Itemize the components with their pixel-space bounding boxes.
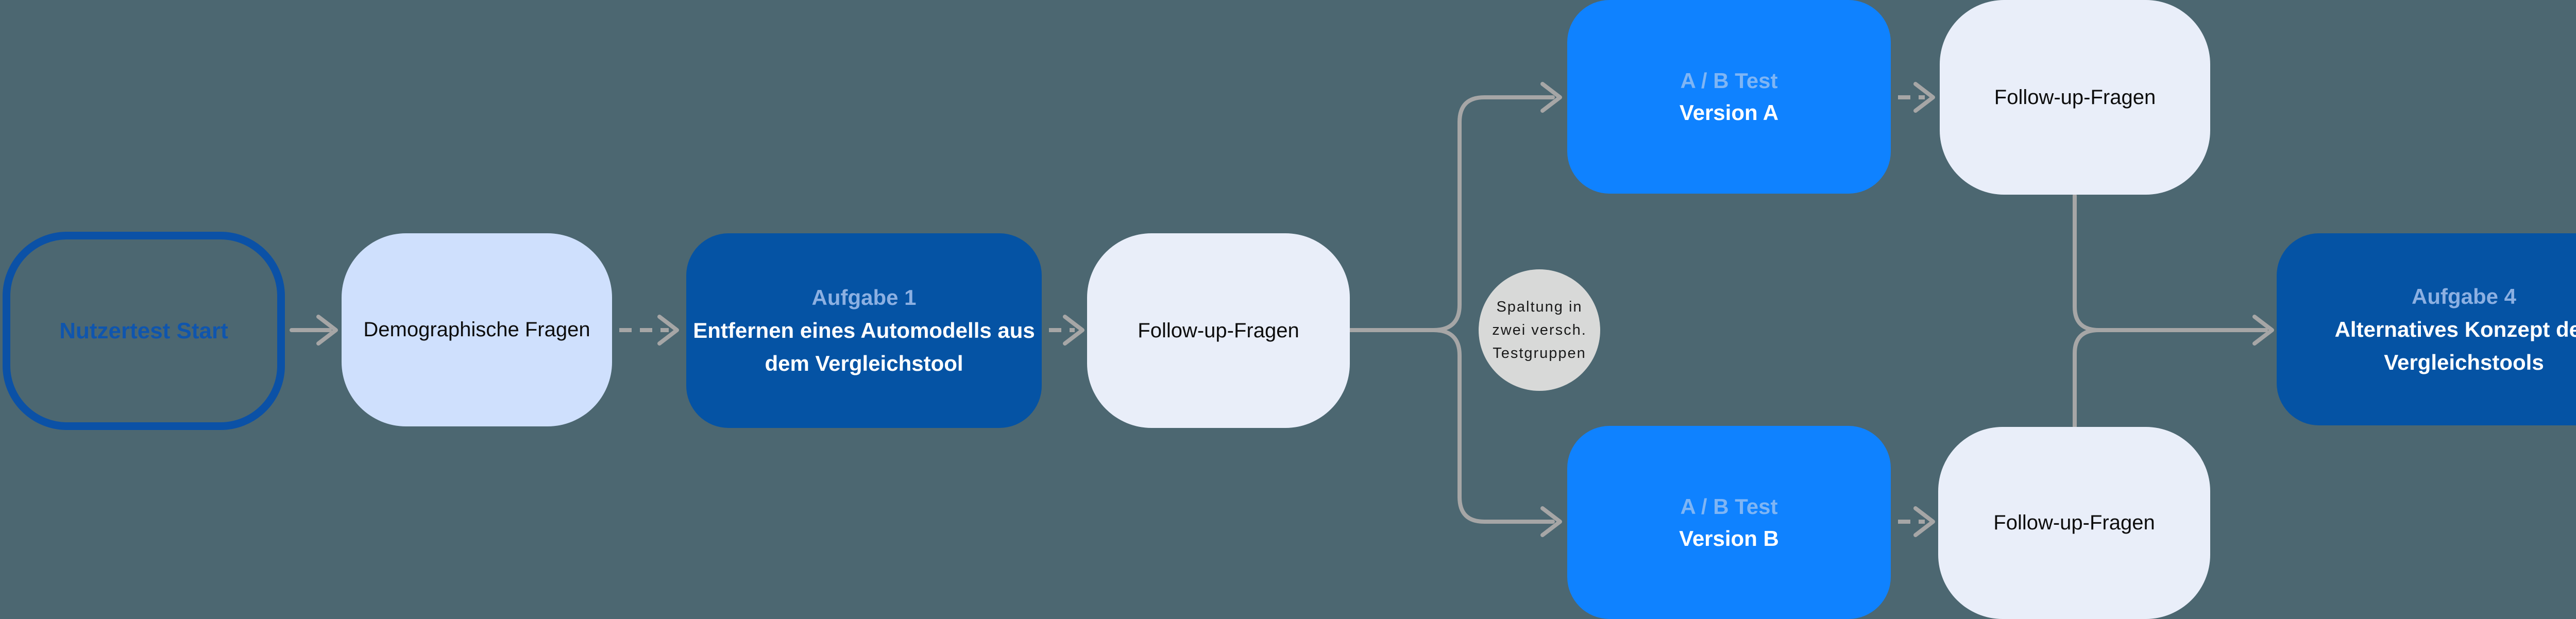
node-version-b-subtitle: Version B [1679, 526, 1779, 551]
arrow-version-b-to-followup3 [1898, 506, 1935, 537]
node-aufgabe-4-title: Aufgabe 4 [2411, 284, 2517, 308]
merge-connector [2073, 194, 2274, 428]
node-aufgabe-1: Aufgabe 1 Entfernen eines Automodells au… [686, 233, 1042, 428]
arrow-demographics-to-task1 [619, 315, 679, 346]
split-circle-line2: zwei versch. [1492, 321, 1587, 338]
node-demographische-fragen: Demographische Fragen [342, 233, 612, 426]
split-circle-line3: Testgruppen [1493, 345, 1586, 362]
node-version-b-title: A / B Test [1680, 494, 1778, 519]
arrow-start-to-demographics [290, 315, 338, 346]
split-circle-annotation: Spaltung in zwei versch. Testgruppen [1479, 269, 1600, 391]
split-circle-line1: Spaltung in [1496, 298, 1583, 315]
node-aufgabe-1-body-line1: Entfernen eines Automodells aus [693, 318, 1035, 342]
node-aufgabe-1-title: Aufgabe 1 [811, 285, 917, 310]
node-ab-test-version-a: A / B Test Version A [1567, 0, 1891, 194]
node-demographische-fragen-label: Demographische Fragen [363, 318, 590, 341]
node-followup-fragen-3-label: Follow-up-Fragen [1993, 511, 2155, 534]
node-followup-fragen-2: Follow-up-Fragen [1940, 0, 2210, 195]
node-aufgabe-1-body-line2: dem Vergleichstool [765, 351, 963, 375]
arrow-version-a-to-followup2 [1898, 82, 1935, 113]
node-aufgabe-4-body-line1: Alternatives Konzept des [2334, 317, 2576, 341]
node-followup-fragen-1-label: Follow-up-Fragen [1138, 319, 1299, 342]
node-followup-fragen-3: Follow-up-Fragen [1938, 427, 2210, 619]
node-aufgabe-4-body-line2: Vergleichstools [2384, 350, 2544, 374]
node-version-a-subtitle: Version A [1679, 100, 1779, 125]
node-version-a-title: A / B Test [1680, 68, 1778, 93]
node-nutzertest-start-label: Nutzertest Start [59, 318, 228, 343]
node-aufgabe-4: Aufgabe 4 Alternatives Konzept des Vergl… [2277, 233, 2576, 425]
node-ab-test-version-b: A / B Test Version B [1567, 426, 1891, 619]
node-followup-fragen-2-label: Follow-up-Fragen [1994, 85, 2156, 109]
node-followup-fragen-1: Follow-up-Fragen [1087, 233, 1350, 428]
node-nutzertest-start: Nutzertest Start [3, 232, 285, 430]
arrow-task1-to-followup1 [1049, 315, 1084, 346]
fork-connector [1348, 82, 1562, 537]
